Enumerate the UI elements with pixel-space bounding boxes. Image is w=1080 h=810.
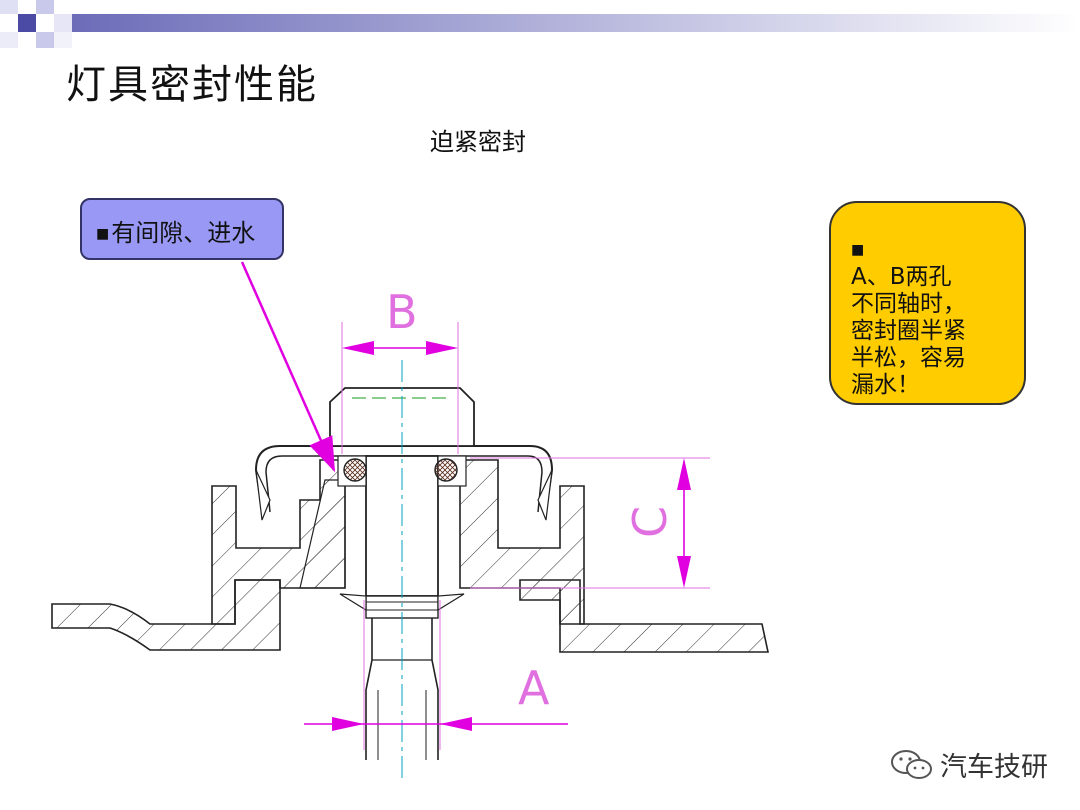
callout-gap-water: ■有间隙、进水 — [80, 198, 284, 260]
o-ring-right — [434, 458, 458, 482]
callout-pointer-arrow — [240, 261, 336, 473]
callout-right-line-1: ■A、B两孔 — [851, 237, 1014, 291]
dimension-b-label: B — [386, 285, 418, 339]
base-plate-right — [519, 579, 769, 653]
header-band — [0, 0, 1080, 48]
slide-title: 灯具密封性能 — [66, 62, 318, 108]
lower-pin — [365, 618, 439, 760]
callout-right-line-5: 漏水！ — [851, 372, 920, 398]
callout-gap-text: 有间隙、进水 — [111, 219, 256, 247]
band-square-dark — [18, 14, 36, 32]
bullet-icon: ■ — [851, 242, 865, 258]
callout-right-line-3: 密封圈半紧 — [851, 318, 966, 344]
o-ring-left — [343, 458, 367, 482]
dimension-a-label: A — [518, 661, 550, 715]
chat-bubble-icon — [891, 750, 932, 779]
dimension-c-label: C — [623, 506, 677, 538]
slide-subtitle: 迫紧密封 — [430, 128, 526, 156]
callout-coaxial-warning: ■A、B两孔 不同轴时， 密封圈半紧 半松，容易 漏水！ — [829, 201, 1026, 405]
bullet-icon: ■ — [96, 226, 110, 242]
callout-right-line-4: 半松，容易 — [851, 345, 966, 371]
base-plate-left — [51, 579, 281, 651]
callout-right-line-2: 不同轴时， — [851, 291, 966, 317]
watermark-text: 汽车技研 — [940, 752, 1048, 783]
